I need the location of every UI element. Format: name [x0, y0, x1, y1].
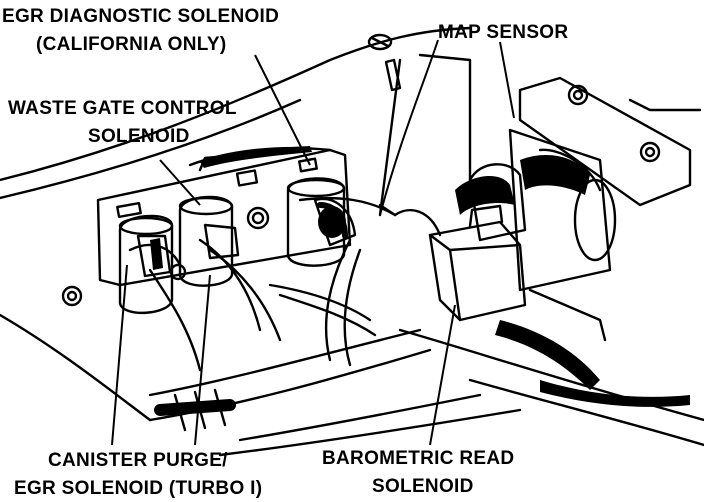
leader-map-sensor — [499, 41, 515, 119]
wiring-harness — [148, 238, 522, 457]
connector-texture — [520, 155, 590, 195]
bolt-top — [367, 33, 402, 92]
leader-map-sensor-2 — [379, 39, 439, 216]
label-waste-gate-line1: WASTE GATE CONTROL — [8, 98, 237, 119]
map-sensor-assembly — [468, 76, 702, 342]
label-egr-diagnostic-line1: EGR DIAGNOSTIC SOLENOID — [2, 6, 280, 27]
label-canister-line2: EGR SOLENOID (TURBO I) — [14, 478, 263, 499]
label-barometric-line1: BAROMETRIC READ — [322, 448, 515, 469]
label-map-sensor: MAP SENSOR — [438, 22, 569, 43]
housing-edge — [378, 58, 402, 217]
leader-waste-gate — [159, 159, 201, 206]
fender-outline-inner — [0, 98, 302, 200]
fender-outline — [0, 26, 472, 182]
panel-curve-right-2 — [468, 378, 704, 447]
label-waste-gate-line2: SOLENOID — [88, 126, 190, 147]
label-barometric-line2: SOLENOID — [372, 476, 474, 497]
leader-canister-2 — [194, 274, 211, 446]
harness-texture-2 — [540, 380, 690, 407]
leader-barometric — [429, 304, 456, 446]
hood-lower-curve — [0, 313, 152, 422]
textured-regions — [150, 146, 690, 407]
label-canister-line1: CANISTER PURGE/ — [48, 450, 228, 471]
bracket-texture — [200, 146, 312, 168]
leader-egr-diagnostic — [254, 54, 311, 166]
leader-lines — [111, 39, 515, 446]
solenoid-cap-dark — [318, 206, 346, 238]
label-egr-diagnostic-line2: (CALIFORNIA ONLY) — [36, 34, 227, 55]
solenoid-waste-gate — [178, 195, 270, 287]
leader-canister — [111, 264, 128, 446]
bolt-left — [61, 285, 83, 307]
hose-texture — [455, 175, 515, 215]
harness-texture — [495, 320, 600, 390]
